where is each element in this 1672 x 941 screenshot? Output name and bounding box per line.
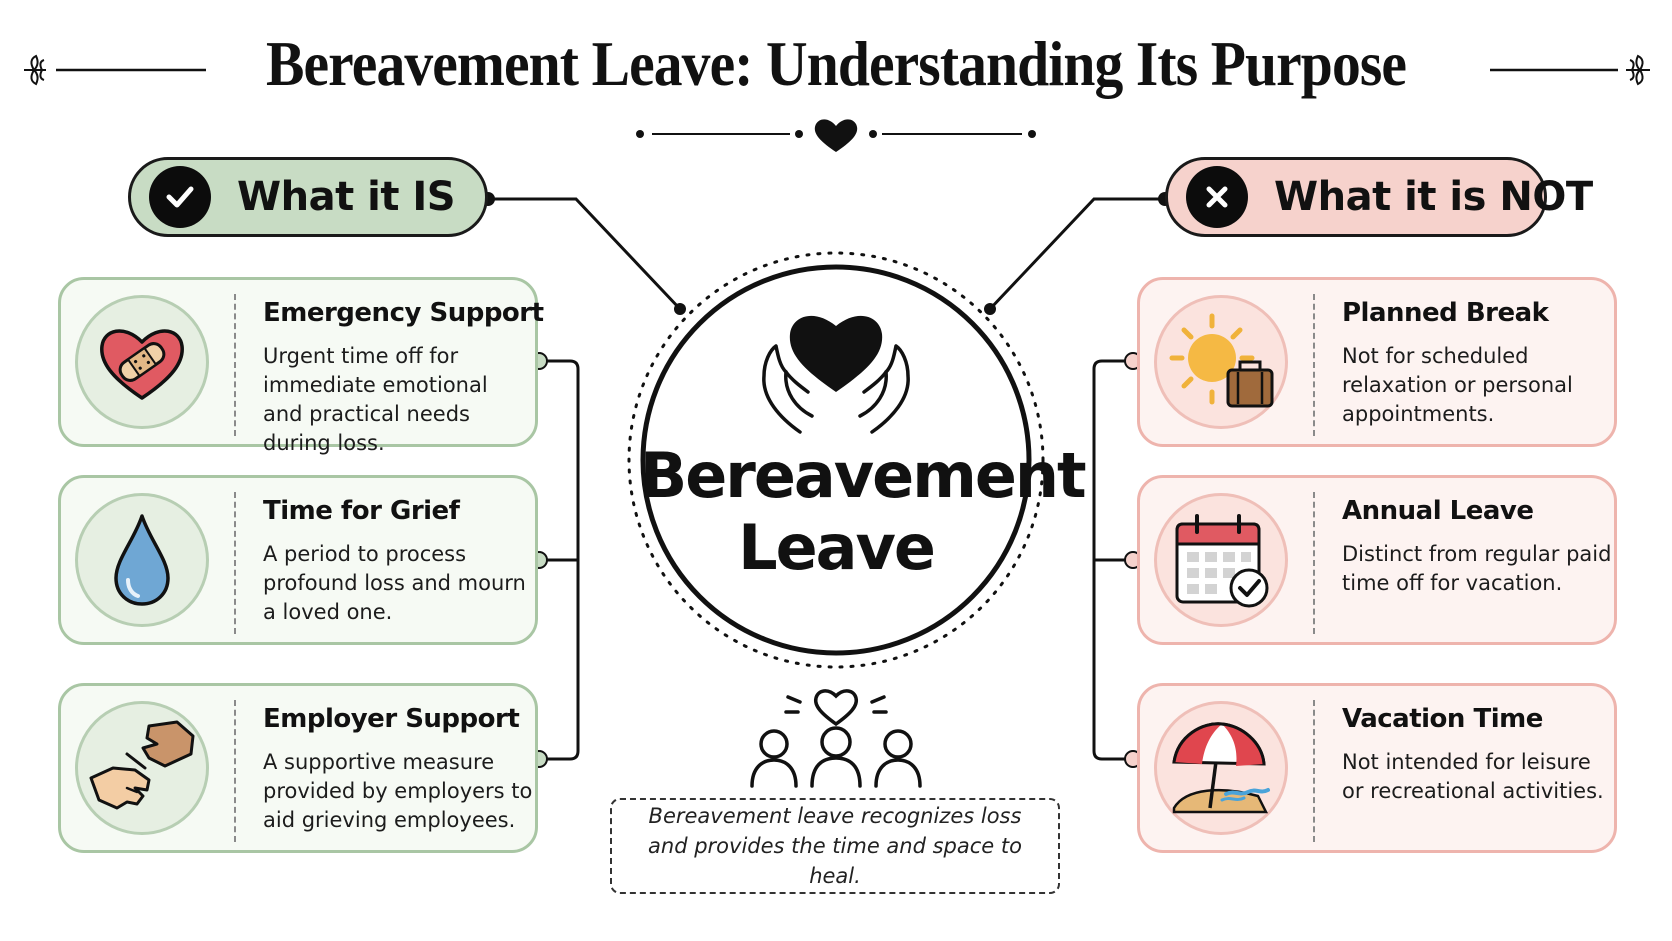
what-it-is-label: What it IS: [237, 174, 456, 220]
teardrop-icon: [75, 493, 209, 627]
page-title: Bereavement Leave: Understanding Its Pur…: [265, 28, 1407, 99]
card-title: Emergency Support: [263, 298, 544, 328]
card-title: Vacation Time: [1342, 704, 1543, 734]
card-description: Not for scheduled relaxation or personal…: [1342, 344, 1573, 426]
what-it-is-not-label: What it is NOT: [1274, 174, 1593, 220]
card-title: Employer Support: [263, 704, 520, 734]
helping-hands-icon: [75, 701, 209, 835]
leaf-ornament-left-icon: [24, 54, 46, 86]
card-description: Not intended for leisure or recreational…: [1342, 750, 1604, 803]
what-it-is-not-header: What it is NOT: [1165, 157, 1593, 237]
card-description: A period to process profound loss and mo…: [263, 542, 526, 624]
leaf-ornament-right-icon: [1626, 54, 1650, 86]
card-title: Planned Break: [1342, 298, 1549, 328]
card-title: Time for Grief: [263, 496, 460, 526]
card-planned-break: Planned Break Not for scheduled relaxati…: [1137, 277, 1617, 447]
card-employer-support: Employer Support A supportive measure pr…: [58, 683, 538, 853]
card-description: Distinct from regular paid time off for …: [1342, 542, 1612, 595]
center-title: Bereavement Leave: [640, 439, 1087, 584]
sun-suitcase-icon: [1154, 295, 1288, 429]
beach-umbrella-icon: [1154, 701, 1288, 835]
calendar-check-icon: [1154, 493, 1288, 627]
x-mark-icon: [1186, 166, 1248, 228]
checkmark-icon: [149, 166, 211, 228]
card-description: Urgent time off for immediate emotional …: [263, 344, 488, 455]
title-divider: [636, 119, 1036, 152]
card-emergency-support: Emergency Support Urgent time off for im…: [58, 277, 544, 455]
bandaged-heart-icon: [75, 295, 209, 429]
center-title-line1: Bereavement: [640, 439, 1087, 512]
center-title-line2: Leave: [738, 511, 936, 584]
card-annual-leave: Annual Leave Distinct from regular paid …: [1137, 475, 1617, 645]
card-vacation-time: Vacation Time Not intended for leisure o…: [1137, 683, 1617, 853]
card-time-for-grief: Time for Grief A period to process profo…: [58, 475, 538, 645]
heart-divider-icon: [814, 119, 858, 152]
card-title: Annual Leave: [1342, 496, 1534, 526]
card-description: A supportive measure provided by employe…: [263, 750, 533, 832]
community-heart-icon: [750, 689, 922, 788]
what-it-is-header: What it IS: [128, 157, 488, 237]
center-circle: [627, 251, 1045, 669]
footer-quote: Bereavement leave recognizes loss and pr…: [610, 798, 1060, 894]
heart-in-hands-icon: [762, 315, 910, 434]
